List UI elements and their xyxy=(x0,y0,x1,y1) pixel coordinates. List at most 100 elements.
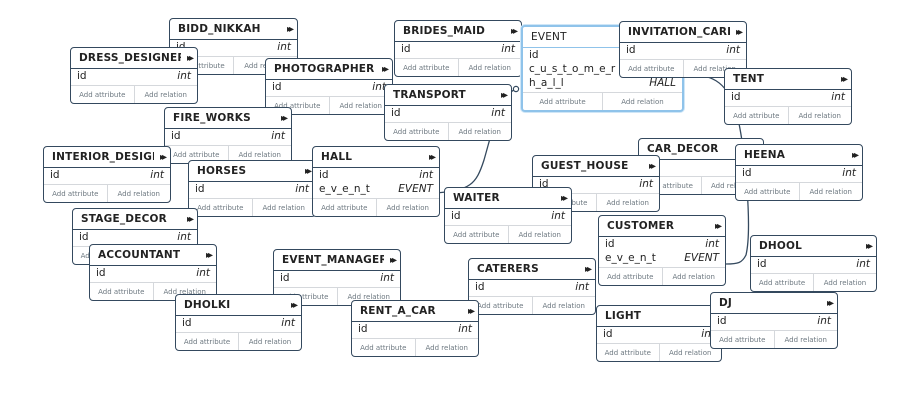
entity-caterers[interactable]: CATERERSidintAdd attribute Add relation xyxy=(468,258,596,315)
add-relation-button[interactable]: Add relation xyxy=(595,194,660,211)
entity-header[interactable]: INTERIOR_DESIGNER xyxy=(44,147,170,168)
entity-header[interactable]: EVENT xyxy=(523,27,682,48)
expand-arrows-icon[interactable] xyxy=(468,306,472,317)
add-attribute-button[interactable]: Add attribute xyxy=(178,61,225,70)
entity-header[interactable]: BRIDES_MAID xyxy=(395,21,521,42)
add-relation-button[interactable]: Add relation xyxy=(336,288,401,305)
expand-arrows-icon[interactable] xyxy=(501,90,505,101)
add-attribute-button[interactable]: Add attribute xyxy=(52,189,99,198)
entity-header[interactable]: TRANSPORT xyxy=(385,85,511,106)
expand-arrows-icon[interactable] xyxy=(715,221,719,232)
expand-arrows-icon[interactable] xyxy=(305,166,309,177)
add-attribute-button[interactable]: Add attribute xyxy=(477,301,524,310)
expand-arrows-icon[interactable] xyxy=(291,300,295,311)
expand-arrows-icon[interactable] xyxy=(511,26,515,37)
add-relation-button[interactable]: Add relation xyxy=(682,60,747,77)
entity-header[interactable]: HALL xyxy=(313,147,439,168)
add-attribute-button[interactable]: Add attribute xyxy=(360,343,407,352)
expand-arrows-icon[interactable] xyxy=(206,250,210,261)
add-relation-button[interactable]: Add relation xyxy=(773,331,838,348)
entity-header[interactable]: CATERERS xyxy=(469,259,595,280)
add-attribute-button[interactable]: Add attribute xyxy=(274,101,321,110)
add-relation-button[interactable]: Add relation xyxy=(531,297,596,314)
expand-arrows-icon[interactable] xyxy=(281,113,285,124)
add-relation-button[interactable]: Add relation xyxy=(251,199,316,216)
add-relation-button[interactable]: Add relation xyxy=(798,183,863,200)
add-relation-button[interactable]: Add relation xyxy=(658,344,722,361)
entity-header[interactable]: TENT xyxy=(725,69,851,90)
entity-header[interactable]: GUEST_HOUSE xyxy=(533,156,659,177)
add-relation-button[interactable]: Add relation xyxy=(457,59,522,76)
entity-header[interactable]: DRESS_DESIGNER xyxy=(71,48,197,69)
expand-arrows-icon[interactable] xyxy=(852,150,856,161)
entity-header[interactable]: DHOOL xyxy=(751,236,876,257)
add-attribute-button[interactable]: Add attribute xyxy=(539,97,586,106)
entity-header[interactable]: BIDD_NIKKAH xyxy=(170,19,297,40)
expand-arrows-icon[interactable] xyxy=(382,64,386,75)
expand-arrows-icon[interactable] xyxy=(866,241,870,252)
expand-arrows-icon[interactable] xyxy=(585,264,589,275)
add-relation-button[interactable]: Add relation xyxy=(106,185,171,202)
expand-arrows-icon[interactable] xyxy=(736,27,740,38)
add-relation-button[interactable]: Add relation xyxy=(328,97,393,114)
entity-header[interactable]: RENT_A_CAR xyxy=(352,301,478,322)
entity-invitation-card[interactable]: INVITATION_CARDidintAdd attribute Add rel… xyxy=(619,21,747,78)
entity-header[interactable]: CAR_DECOR xyxy=(639,139,763,160)
entity-header[interactable]: INVITATION_CARD xyxy=(620,22,746,43)
entity-header[interactable]: FIRE_WORKS xyxy=(165,108,291,129)
entity-header[interactable]: LIGHT xyxy=(597,306,721,327)
expand-arrows-icon[interactable] xyxy=(561,193,565,204)
expand-arrows-icon[interactable] xyxy=(429,152,433,163)
add-attribute-button[interactable]: Add attribute xyxy=(719,335,766,344)
expand-arrows-icon[interactable] xyxy=(841,74,845,85)
expand-arrows-icon[interactable] xyxy=(160,152,164,163)
add-attribute-button[interactable]: Add attribute xyxy=(282,292,329,301)
add-attribute-button[interactable]: Add attribute xyxy=(393,127,440,136)
entity-header[interactable]: EVENT_MANAGER xyxy=(274,250,400,271)
entity-tent[interactable]: TENTidintAdd attribute Add relation xyxy=(724,68,852,125)
expand-arrows-icon[interactable] xyxy=(390,255,394,266)
add-attribute-button[interactable]: Add attribute xyxy=(628,64,675,73)
entity-header[interactable]: PHOTOGRAPHER xyxy=(266,59,392,80)
add-attribute-button[interactable]: Add attribute xyxy=(321,203,368,212)
expand-arrows-icon[interactable] xyxy=(827,298,831,309)
add-relation-button[interactable]: Add relation xyxy=(787,107,852,124)
entity-header[interactable]: ACCOUNTANT xyxy=(90,245,216,266)
add-attribute-button[interactable]: Add attribute xyxy=(183,337,231,346)
add-relation-button[interactable]: Add relation xyxy=(238,333,301,350)
entity-header[interactable]: HORSES xyxy=(189,161,315,182)
add-relation-button[interactable]: Add relation xyxy=(602,93,682,110)
add-attribute-button[interactable]: Add attribute xyxy=(733,111,780,120)
add-attribute-button[interactable]: Add attribute xyxy=(453,230,500,239)
